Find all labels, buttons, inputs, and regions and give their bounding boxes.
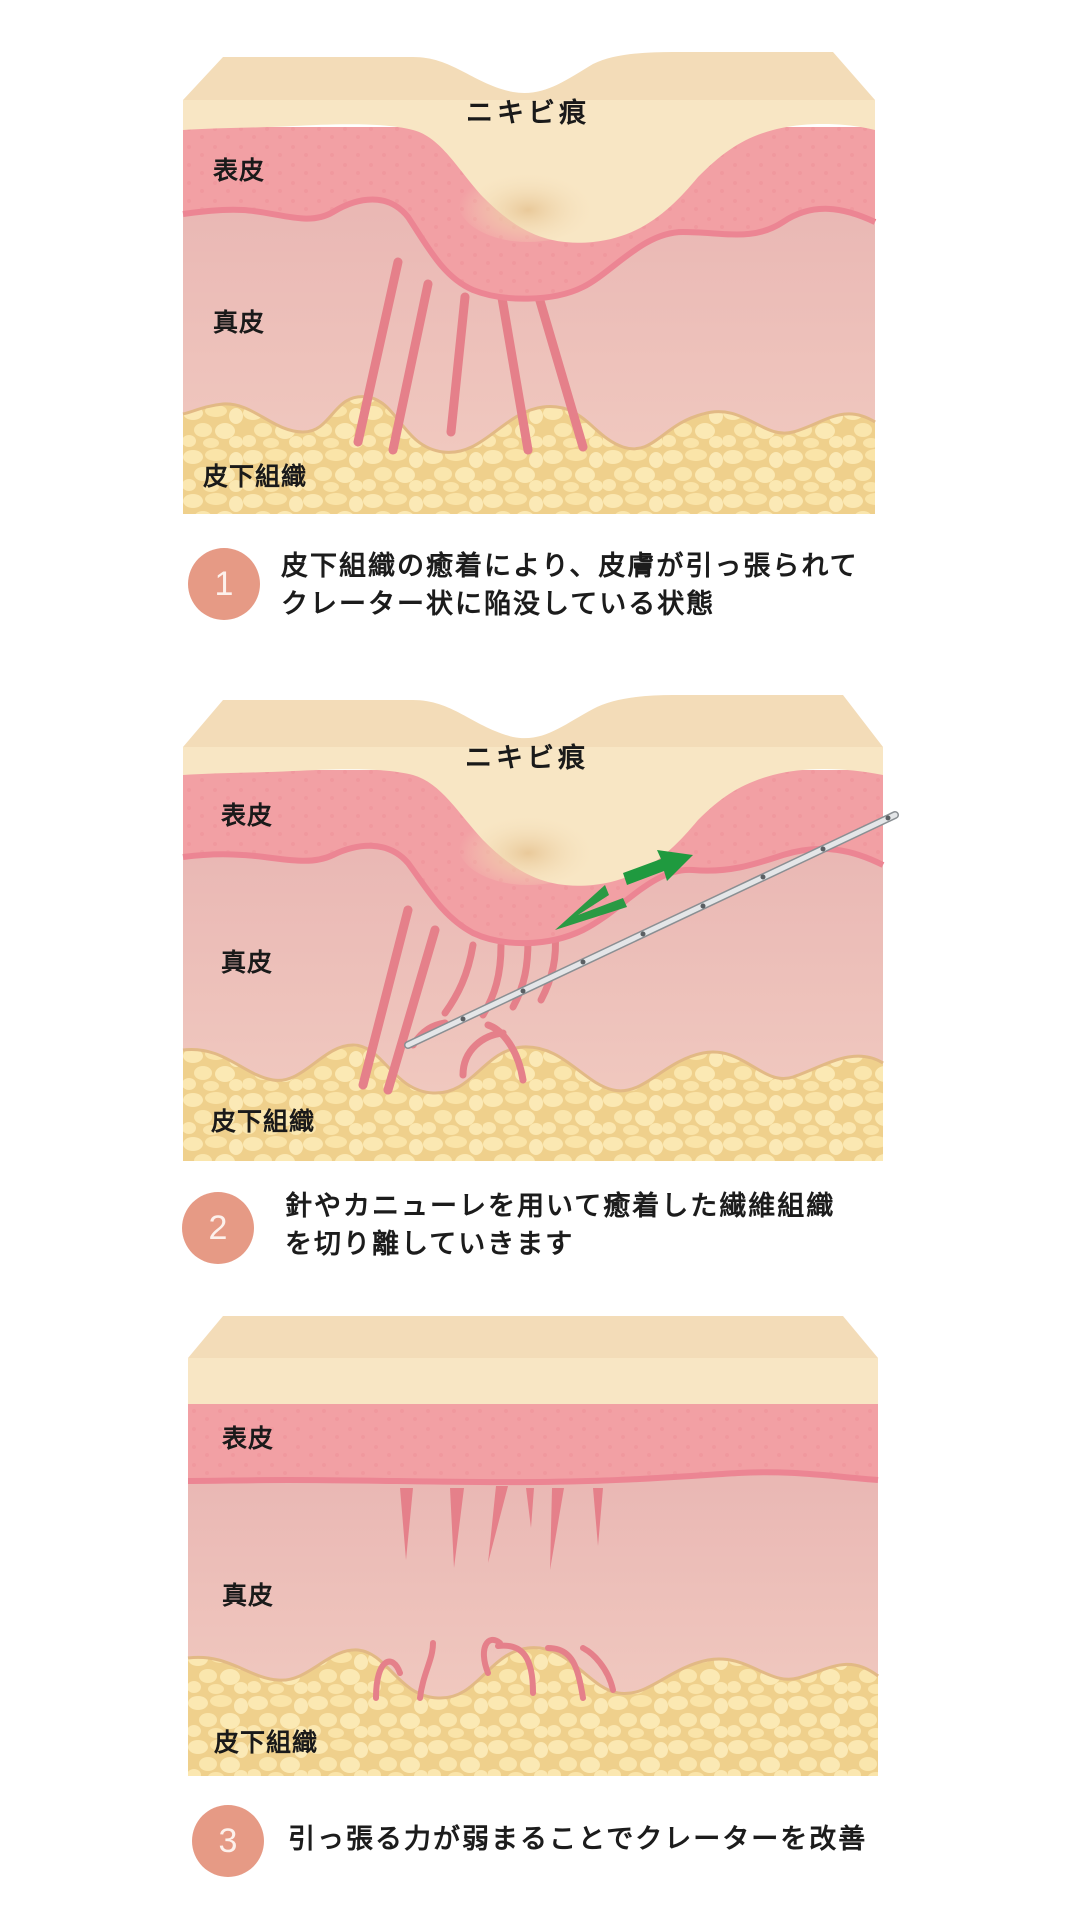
dermis-label: 真皮 bbox=[221, 948, 274, 977]
step-line: 引っ張る力が弱まることでクレーターを改善 bbox=[288, 1824, 868, 1855]
improved-skin-illustration bbox=[187, 1316, 879, 1776]
step-line: クレーター状に陥没している状態 bbox=[281, 589, 716, 620]
subcutis-label: 皮下組織 bbox=[203, 462, 308, 491]
epidermis-label: 表皮 bbox=[222, 1424, 275, 1453]
subcision-illustration bbox=[182, 695, 899, 1161]
epidermis-label: 表皮 bbox=[213, 156, 266, 185]
released-fibers-lower bbox=[373, 1636, 616, 1701]
subcutis-label: 皮下組織 bbox=[214, 1728, 319, 1757]
cannula-needle bbox=[404, 811, 899, 1049]
step-number-badge: 3 bbox=[192, 1805, 264, 1877]
fibrous-bands bbox=[353, 257, 588, 455]
dermis-label: 真皮 bbox=[213, 308, 266, 337]
fibrous-bands bbox=[358, 905, 440, 1095]
subcutis-label: 皮下組織 bbox=[211, 1107, 316, 1136]
step-line: 皮下組織の癒着により、皮膚が引っ張られて bbox=[281, 551, 859, 582]
diagram-panel-1: ニキビ痕 表皮 真皮 皮下組織 bbox=[182, 52, 877, 514]
epidermis-label: 表皮 bbox=[221, 801, 274, 830]
step-number-badge: 2 bbox=[182, 1192, 254, 1264]
step-description: 引っ張る力が弱まることでクレーターを改善 bbox=[288, 1821, 867, 1859]
acne-scar-label: ニキビ痕 bbox=[465, 743, 589, 774]
skin-crater-illustration bbox=[182, 52, 877, 514]
dermis-label: 真皮 bbox=[222, 1581, 275, 1610]
step-line: を切り離していきます bbox=[285, 1229, 575, 1260]
acne-scar-label: ニキビ痕 bbox=[466, 98, 590, 129]
diagram-panel-3: 表皮 真皮 皮下組織 bbox=[187, 1298, 879, 1776]
step-description: 針やカニューレを用いて癒着した繊維組織 を切り離していきます bbox=[285, 1188, 835, 1264]
step-description: 皮下組織の癒着により、皮膚が引っ張られて クレーター状に陥没している状態 bbox=[281, 548, 859, 624]
diagram-panel-2: ニキビ痕 表皮 真皮 皮下組織 bbox=[182, 695, 899, 1161]
released-fibers-upper bbox=[400, 1486, 603, 1570]
step-3: 3 引っ張る力が弱まることでクレーターを改善 bbox=[0, 1805, 1080, 1885]
step-1: 1 皮下組織の癒着により、皮膚が引っ張られて クレーター状に陥没している状態 bbox=[0, 548, 1080, 628]
green-double-arrow-icon bbox=[555, 850, 693, 930]
step-2: 2 針やカニューレを用いて癒着した繊維組織 を切り離していきます bbox=[0, 1188, 1080, 1268]
step-line: 針やカニューレを用いて癒着した繊維組織 bbox=[285, 1191, 836, 1222]
step-number-badge: 1 bbox=[188, 548, 260, 620]
